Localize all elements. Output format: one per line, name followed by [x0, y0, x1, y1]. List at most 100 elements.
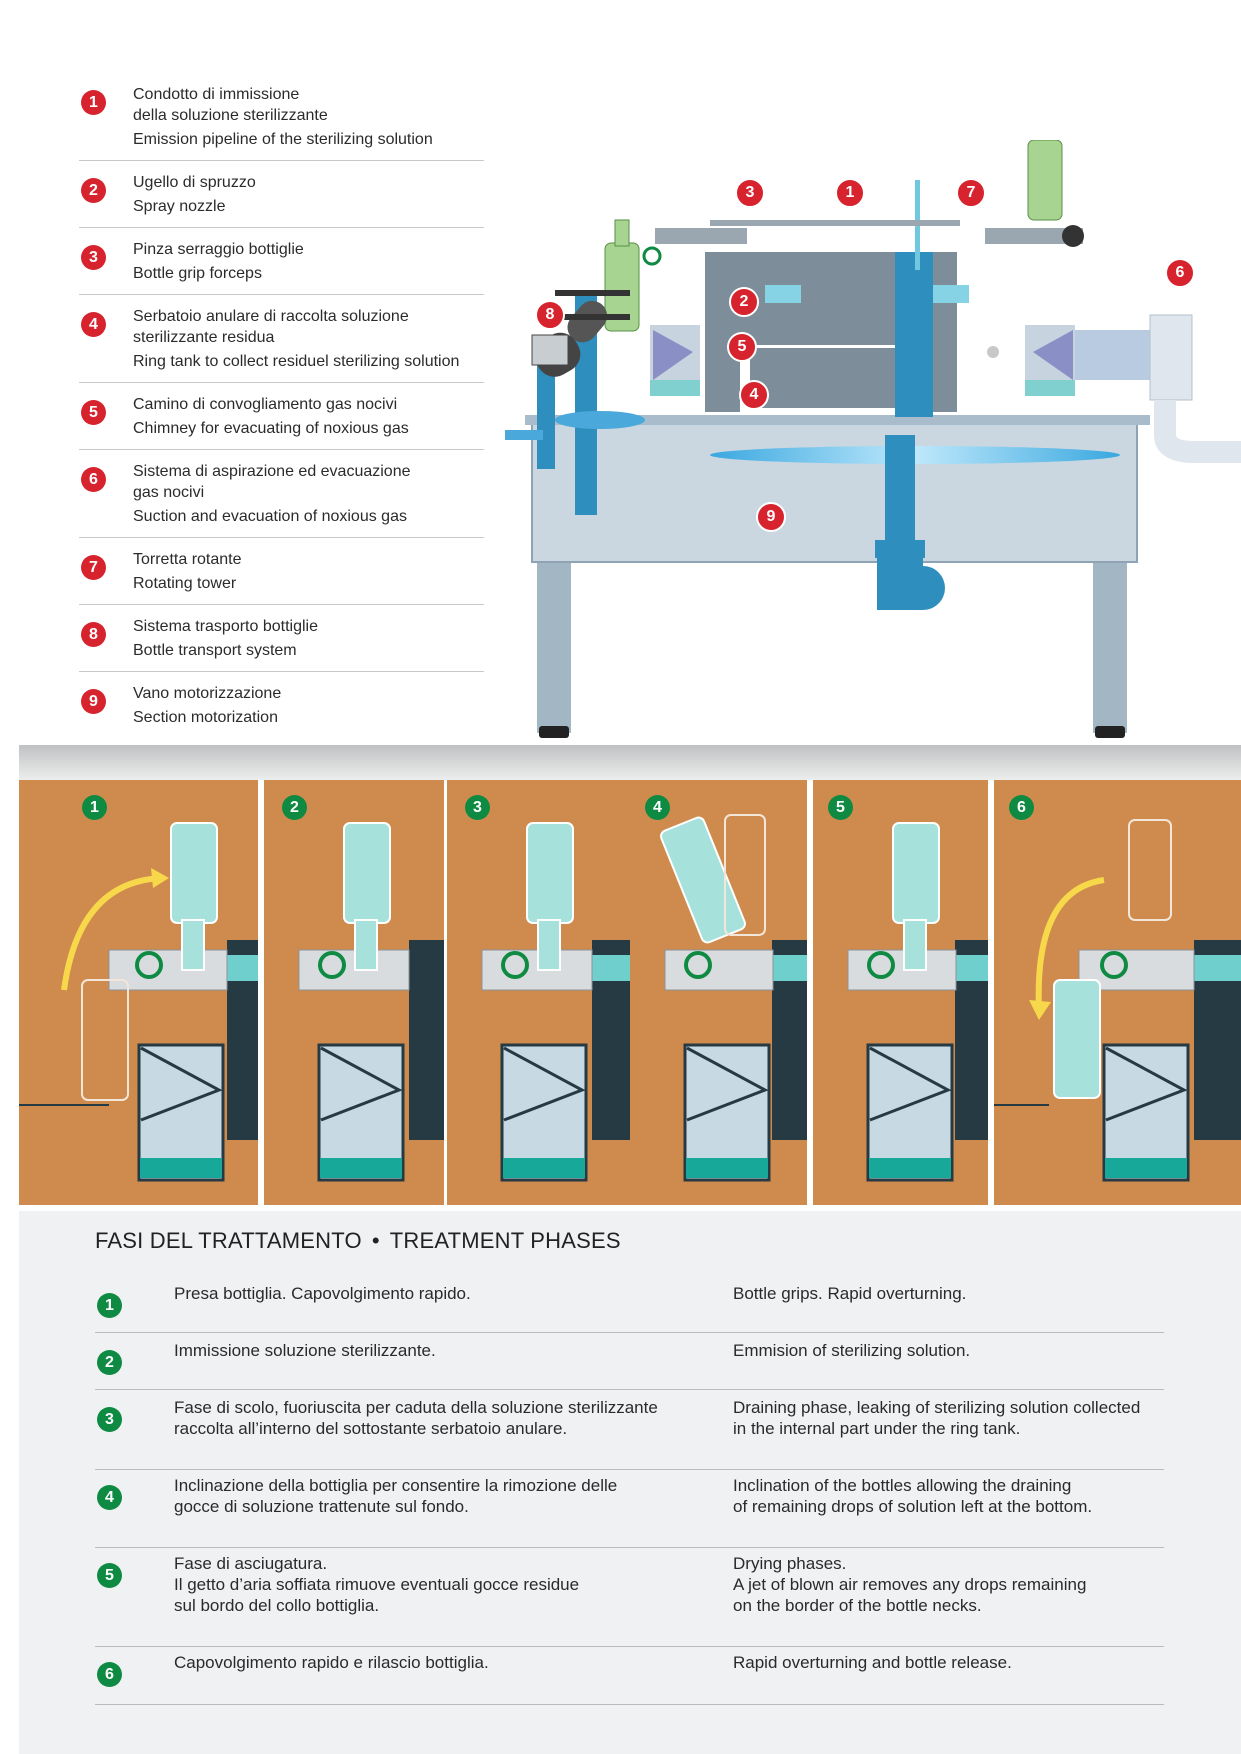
phase-panel-4: 4 — [630, 780, 807, 1205]
machine-base-cabinet — [531, 421, 1138, 563]
suction-duct — [1075, 330, 1150, 380]
phase-3-illustration — [481, 822, 632, 1182]
housing-inner-block — [750, 348, 910, 408]
callout-9: 9 — [756, 502, 786, 532]
legend-label-english: Bottle transport system — [133, 642, 297, 659]
phase-text-italian: Fase di scolo, fuoriuscita per caduta de… — [174, 1398, 658, 1438]
legend-number-badge: 5 — [81, 400, 106, 425]
legend-number-badge: 2 — [81, 178, 106, 203]
phase-text-english: Bottle grips. Rapid overturning. — [733, 1284, 967, 1303]
exhaust-pipe — [1154, 400, 1241, 463]
transport-motor-box — [531, 334, 569, 366]
phase-panel-2: 2 — [264, 780, 444, 1205]
phase-row-4: 4 Inclinazione della bottiglia per conse… — [95, 1475, 1164, 1548]
solution-tank-left — [765, 285, 801, 303]
solution-tank-right — [933, 285, 969, 303]
legend-number-badge: 6 — [81, 467, 106, 492]
transport-column — [575, 290, 597, 515]
phase-panel-badge: 6 — [1009, 795, 1034, 820]
callout-1: 1 — [835, 178, 865, 208]
phase-text-italian: Inclinazione della bottiglia per consent… — [174, 1476, 618, 1516]
phase-row-5: 5 Fase di asciugatura. Il getto d’aria s… — [95, 1553, 1164, 1647]
motor-pulley — [901, 566, 945, 610]
suction-fan — [1149, 314, 1193, 401]
legend-item-9: 9 Vano motorizzazione Section motorizati… — [79, 683, 484, 738]
phase-number-badge: 6 — [97, 1662, 122, 1687]
phase-text-italian: Immissione soluzione sterilizzante. — [174, 1341, 436, 1360]
phase-panel-badge: 4 — [645, 795, 670, 820]
transport-conveyor — [505, 430, 543, 440]
phase-panel-badge: 2 — [282, 795, 307, 820]
gripper-arm-left — [655, 228, 747, 244]
gripper-forceps-icon — [642, 246, 662, 266]
phase-2-illustration — [298, 822, 444, 1182]
legend-number-badge: 4 — [81, 312, 106, 337]
legend-number-badge: 3 — [81, 245, 106, 270]
bottle-left-neck — [614, 219, 630, 247]
callout-8: 8 — [535, 300, 565, 330]
rotating-tower-top — [710, 220, 960, 226]
legend-label-italian: Ugello di spruzzo — [133, 174, 256, 191]
callout-5: 5 — [727, 332, 757, 362]
legend-label-italian: Camino di convogliamento gas nocivi — [133, 396, 398, 413]
legend-item-7: 7 Torretta rotante Rotating tower — [79, 549, 484, 605]
ring-tank-right — [1025, 380, 1075, 396]
machine-top-plate — [525, 415, 1150, 425]
phase-number-badge: 5 — [97, 1563, 122, 1588]
title-italian: FASI DEL TRATTAMENTO — [95, 1228, 362, 1253]
phase-text-italian: Capovolgimento rapido e rilascio bottigl… — [174, 1653, 489, 1672]
machine-leg-right — [1093, 555, 1127, 733]
title-separator: • — [371, 1228, 380, 1253]
sterilizer-machine-diagram — [505, 140, 1241, 738]
legend-label-italian: Vano motorizzazione — [133, 685, 282, 702]
transport-guide — [567, 300, 608, 343]
legend-item-5: 5 Camino di convogliamento gas nocivi Ch… — [79, 394, 484, 450]
chimney-right-deflector — [1033, 330, 1073, 380]
legend-label-english: Ring tank to collect residuel sterilizin… — [133, 353, 460, 370]
legend-label-italian: Torretta rotante — [133, 551, 242, 568]
legend-label-english: Section motorization — [133, 709, 278, 726]
phase-row-1: 1 Presa bottiglia. Capovolgimento rapido… — [95, 1283, 1164, 1333]
component-legend: 1 Condotto di immissione della soluzione… — [79, 84, 484, 749]
machine-foot-left — [539, 726, 569, 738]
legend-item-2: 2 Ugello di spruzzo Spray nozzle — [79, 172, 484, 228]
legend-label-italian: Sistema trasporto bottiglie — [133, 618, 318, 635]
legend-label-italian: Pinza serraggio bottiglie — [133, 241, 304, 258]
phase-1-illustration — [19, 822, 258, 1182]
title-english: TREATMENT PHASES — [389, 1228, 621, 1253]
phase-text-italian: Fase di asciugatura. Il getto d’aria sof… — [174, 1554, 580, 1615]
ring-tank-left — [650, 380, 700, 396]
callout-4: 4 — [739, 380, 769, 410]
legend-item-1: 1 Condotto di immissione della soluzione… — [79, 84, 484, 161]
treatment-phases-title: FASI DEL TRATTAMENTO • TREATMENT PHASES — [95, 1228, 621, 1254]
gripper-arm-right — [985, 228, 1083, 244]
legend-label-italian: Serbatoio anulare di raccolta soluzione … — [133, 308, 409, 346]
phase-number-badge: 4 — [97, 1485, 122, 1510]
legend-item-6: 6 Sistema di aspirazione ed evacuazione … — [79, 461, 484, 538]
starwheel-upper — [555, 290, 630, 296]
legend-label-italian: Sistema di aspirazione ed evacuazione ga… — [133, 463, 411, 501]
phase-illustrations: 1 2 3 — [19, 780, 1241, 1205]
legend-item-3: 3 Pinza serraggio bottiglie Bottle grip … — [79, 239, 484, 295]
gripper-right-icon — [1062, 225, 1084, 247]
phase-text-english: Draining phase, leaking of sterilizing s… — [733, 1398, 1141, 1438]
phase-row-2: 2 Immissione soluzione sterilizzante. Em… — [95, 1340, 1164, 1390]
legend-number-badge: 1 — [81, 90, 106, 115]
phase-text-english: Rapid overturning and bottle release. — [733, 1653, 1012, 1672]
legend-label-english: Rotating tower — [133, 575, 237, 592]
rotating-tower-column — [895, 252, 933, 417]
legend-label-english: Spray nozzle — [133, 198, 226, 215]
central-shaft — [885, 435, 915, 545]
bottle-right-icon — [1027, 140, 1063, 221]
phase-4-illustration — [660, 814, 807, 1182]
phase-panel-5: 5 — [813, 780, 988, 1205]
callout-7: 7 — [956, 178, 986, 208]
callout-6: 6 — [1165, 258, 1195, 288]
phase-text-english: Drying phases. A jet of blown air remove… — [733, 1554, 1087, 1615]
legend-label-english: Emission pipeline of the sterilizing sol… — [133, 131, 433, 148]
transport-wheel — [555, 411, 645, 429]
legend-label-english: Chimney for evacuating of noxious gas — [133, 420, 409, 437]
machine-leg-left — [537, 555, 571, 733]
starwheel-lower — [555, 314, 630, 320]
legend-number-badge: 7 — [81, 555, 106, 580]
